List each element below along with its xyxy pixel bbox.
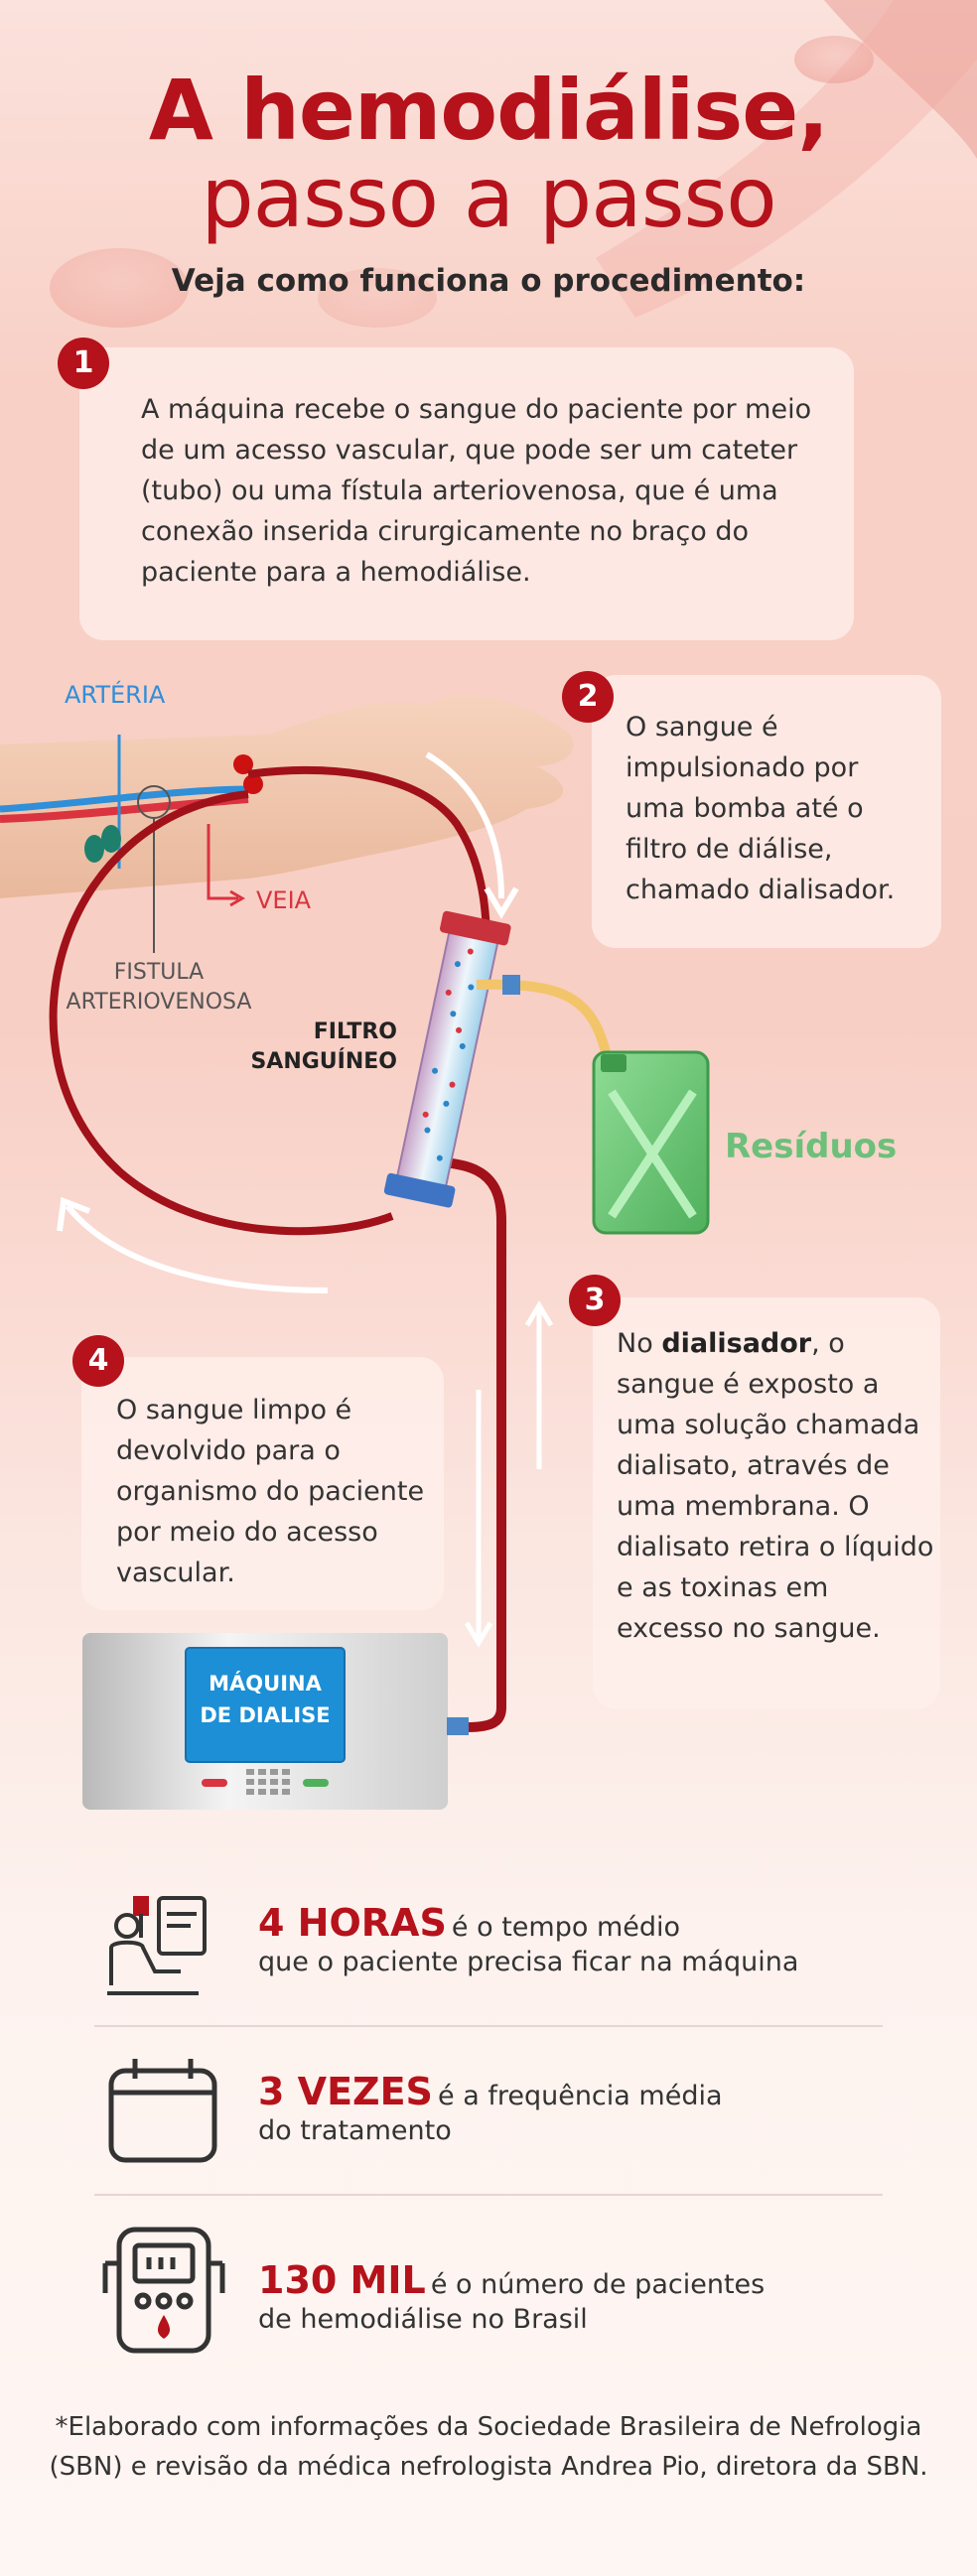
page-title-line2: passo a passo — [201, 149, 776, 246]
stat-divider-2 — [94, 2194, 883, 2196]
step-3-text-pre: No — [617, 1328, 662, 1359]
step-2-badge: 2 — [562, 671, 614, 723]
step-2-card — [592, 675, 941, 948]
stat-2-line2: do tratamento — [258, 2115, 452, 2146]
stat-3-highlight: 130 MIL — [258, 2258, 426, 2302]
filter-label: FILTRO SANGUÍNEO — [248, 1017, 397, 1077]
dialysis-machine — [82, 1633, 469, 1810]
waste-container — [592, 1050, 710, 1235]
step-4-card — [81, 1357, 444, 1610]
stat-1: 4 HORAS é o tempo médio que o paciente p… — [258, 1901, 894, 1977]
step-3-text: No dialisador, o sangue é exposto a uma … — [617, 1323, 934, 1649]
step-4-text: O sangue limpo é devolvido para o organi… — [116, 1395, 425, 1588]
step-1-card — [79, 347, 854, 640]
waste-label: Resíduos — [725, 1127, 898, 1166]
step-3-badge: 3 — [569, 1275, 621, 1326]
stat-2: 3 VEZES é a frequência média do tratamen… — [258, 2070, 894, 2146]
machine-label-line1: MÁQUINA — [209, 1672, 322, 1695]
stat-2-highlight: 3 VEZES — [258, 2070, 433, 2113]
fistula-label-line1: FISTULA — [113, 960, 205, 985]
stat-divider-1 — [94, 2025, 883, 2027]
calendar-icon — [108, 2059, 217, 2163]
stat-3-text: é o número de pacientes — [430, 2269, 766, 2300]
patient-machine-icon — [107, 1896, 207, 1995]
stat-1-highlight: 4 HORAS — [258, 1901, 447, 1945]
filter-label-line1: FILTRO — [313, 1019, 397, 1044]
dialyzer-filter — [383, 910, 511, 1208]
filter-label-line2: SANGUÍNEO — [250, 1049, 397, 1074]
vein-label: VEIA — [256, 886, 312, 914]
step-2-text: O sangue é impulsionado por uma bomba at… — [626, 712, 896, 905]
footnote-line1: *Elaborado com informações da Sociedade … — [55, 2412, 922, 2442]
dialysis-machine-icon — [102, 2227, 225, 2354]
stat-1-line2: que o paciente precisa ficar na máquina — [258, 1947, 799, 1977]
step-3-text-post: , o sangue é exposto a uma solução chama… — [617, 1328, 934, 1644]
stat-3-line2: de hemodiálise no Brasil — [258, 2304, 588, 2335]
arm-shape — [0, 695, 574, 898]
fistula-label: FISTULA ARTERIOVENOSA — [60, 958, 258, 1017]
arterial-line — [247, 765, 490, 944]
footnote-line2: (SBN) e revisão da médica nefrologista A… — [49, 2452, 928, 2482]
footnote: *Elaborado com informações da Sociedade … — [0, 2407, 977, 2487]
step-1-text: A máquina recebe o sangue do paciente po… — [141, 394, 812, 588]
step-3-card — [593, 1297, 940, 1709]
machine-screen-label: MÁQUINA DE DIALISE — [186, 1668, 345, 1731]
step-1-badge: 1 — [58, 338, 109, 389]
stat-3: 130 MIL é o número de pacientes de hemod… — [258, 2258, 894, 2335]
blood-vessel-background — [50, 0, 977, 328]
machine-label-line2: DE DIALISE — [200, 1703, 331, 1727]
hemodialysis-diagram — [0, 695, 710, 1810]
artery-label: ARTÉRIA — [65, 681, 166, 709]
step-3-text-bold: dialisador — [661, 1328, 812, 1359]
step-4-badge: 4 — [72, 1335, 124, 1387]
stat-2-text: é a frequência média — [438, 2081, 723, 2111]
return-line — [49, 790, 394, 1236]
stat-1-text: é o tempo médio — [451, 1912, 681, 1943]
page-title: A hemodiálise, — [148, 62, 829, 159]
page-subtitle: Veja como funciona o procedimento: — [171, 263, 806, 299]
fistula-label-line2: ARTERIOVENOSA — [66, 990, 252, 1015]
